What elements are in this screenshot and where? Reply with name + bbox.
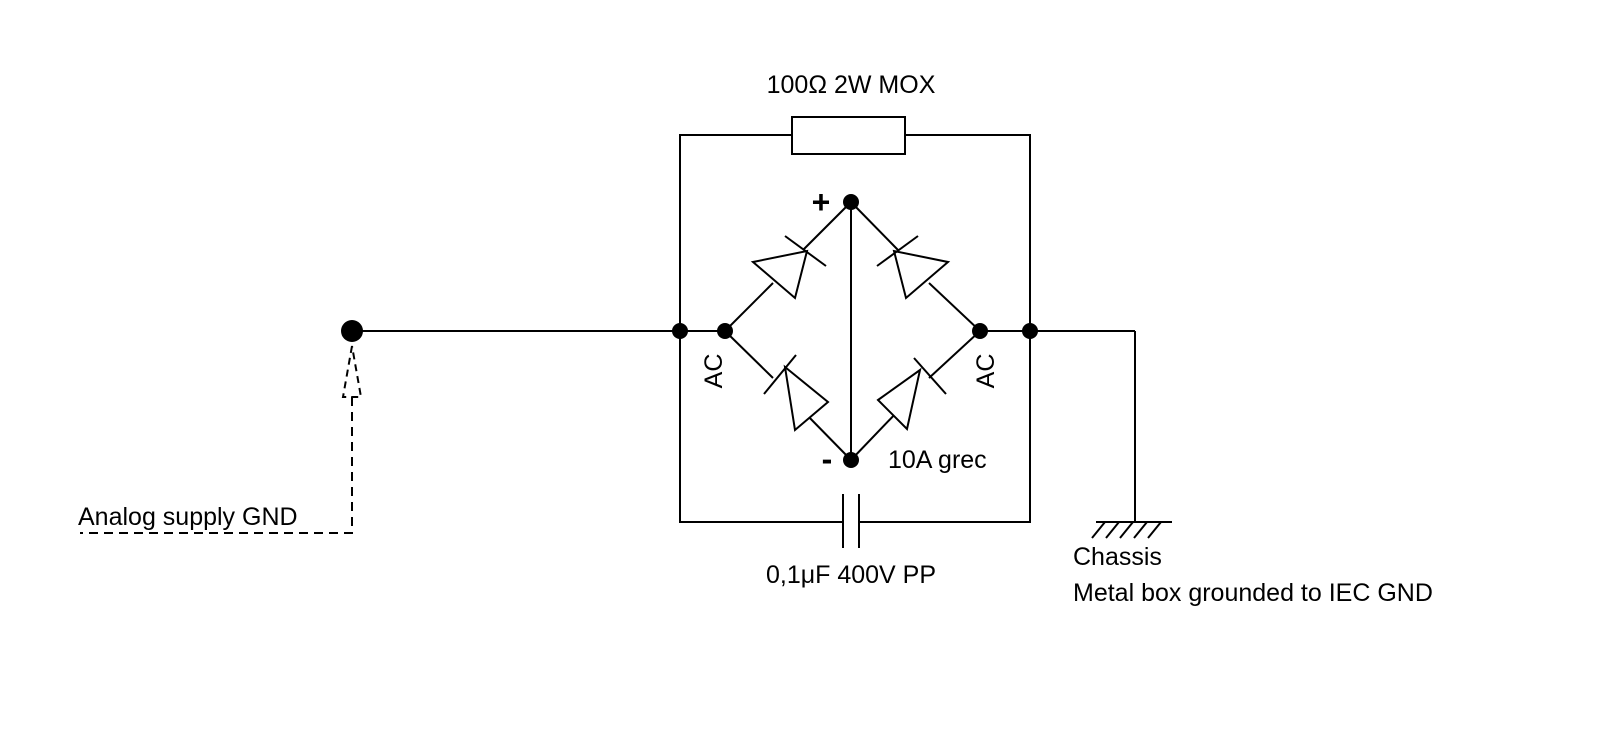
capacitor-branch [679,331,1031,548]
analog-gnd-label: Analog supply GND [78,503,298,531]
junction-plus [843,194,859,210]
bridge-label: 10A grec [888,446,987,474]
plus-label: + [812,184,831,220]
junction-ac-left [717,323,733,339]
junction-input-terminal [341,320,363,342]
resistor [791,116,906,155]
chassis-ground-icon [1091,521,1172,539]
junction-left [672,323,688,339]
resistor-branch [679,116,1031,331]
junction-right [1022,323,1038,339]
diode-upper-right [850,201,981,332]
junction-minus [843,452,859,468]
ac-left-label: AC [700,354,728,389]
resistor-label: 100Ω 2W MOX [767,71,936,99]
minus-label: - [822,441,833,477]
diode-lower-right [850,330,981,461]
chassis-label: Chassis [1073,543,1162,571]
diode-upper-left [724,201,852,332]
analog-gnd-connection [80,345,363,534]
diode-lower-left [724,330,852,461]
capacitor-label: 0,1μF 400V PP [766,561,936,589]
junction-ac-right [972,323,988,339]
chassis-description: Metal box grounded to IEC GND [1073,579,1433,607]
ac-right-label: AC [972,354,1000,389]
bridge-rectifier [724,201,981,461]
